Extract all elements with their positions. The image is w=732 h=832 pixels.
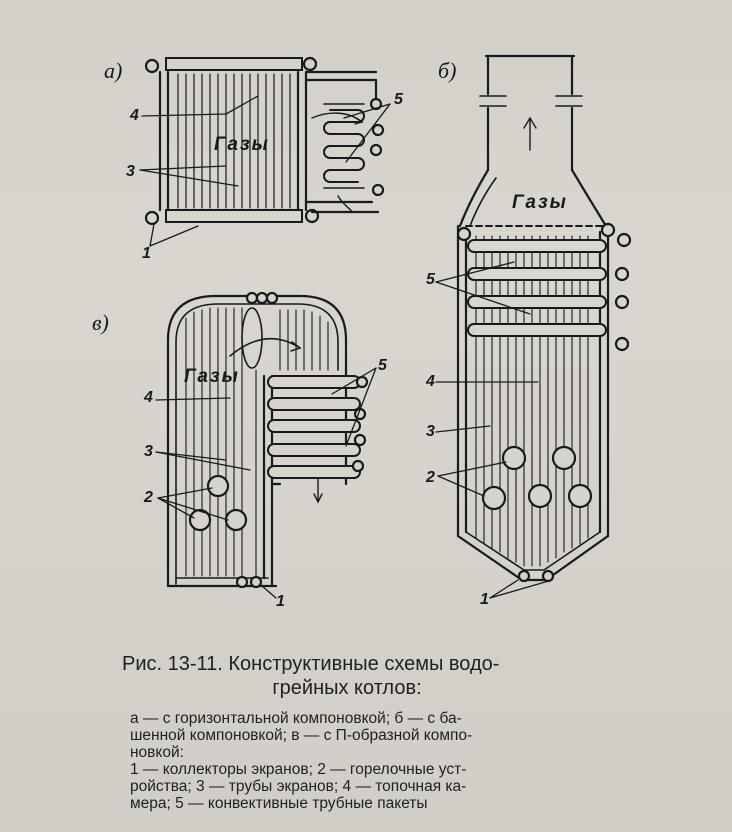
- panel-v-diagram: в): [92, 291, 388, 610]
- panel-b-diagram: б): [425, 54, 632, 608]
- caption-title-line-2: грейных котлов:: [272, 677, 422, 699]
- caption-line: мера; 5 — конвективные трубные пакеты: [130, 795, 428, 812]
- caption-line: 1 — коллекторы экранов; 2 — горелочные у…: [130, 761, 467, 778]
- caption-line: ройства; 3 — трубы экранов; 4 — топочная…: [130, 778, 467, 795]
- figure-caption: Рис. 13-11. Конструктивные схемы водо- г…: [122, 652, 622, 812]
- panel-a-label-3: 3: [126, 163, 135, 180]
- caption-title: Рис. 13-11. Конструктивные схемы водо- г…: [122, 652, 622, 700]
- panel-a-diagram: а): [104, 56, 404, 262]
- caption-legend: а — с горизонтальной компоновкой; б — с …: [130, 710, 600, 812]
- panel-b-label-2: 2: [425, 469, 435, 486]
- panel-a-label-1: 1: [142, 245, 151, 262]
- panel-v-gas-label: Газы: [184, 366, 240, 387]
- panel-a-label-5: 5: [394, 91, 404, 108]
- caption-line: шенной компоновкой; в — с П-образной ком…: [130, 727, 473, 744]
- boiler-schemes-figure: а): [92, 54, 632, 610]
- panel-a-gas-label: Газы: [214, 134, 270, 155]
- caption-title-line-1: Рис. 13-11. Конструктивные схемы водо-: [122, 653, 500, 675]
- panel-v-label-5: 5: [378, 357, 388, 374]
- panel-b-label-3: 3: [426, 423, 435, 440]
- panel-b-letter: б): [438, 58, 456, 83]
- panel-v-label-4: 4: [143, 389, 153, 406]
- caption-line: а — с горизонтальной компоновкой; б — с …: [130, 710, 462, 727]
- panel-v-label-3: 3: [144, 443, 153, 460]
- panel-b-label-5: 5: [426, 271, 436, 288]
- caption-line: новкой:: [130, 744, 184, 761]
- panel-a-label-4: 4: [129, 107, 139, 124]
- panel-b-gas-label: Газы: [512, 192, 568, 213]
- panel-v-label-2: 2: [143, 489, 153, 506]
- panel-v-label-1: 1: [276, 593, 285, 610]
- panel-a-letter: а): [104, 58, 122, 83]
- panel-v-letter: в): [92, 310, 109, 335]
- panel-b-label-1: 1: [480, 591, 489, 608]
- panel-b-label-4: 4: [425, 373, 435, 390]
